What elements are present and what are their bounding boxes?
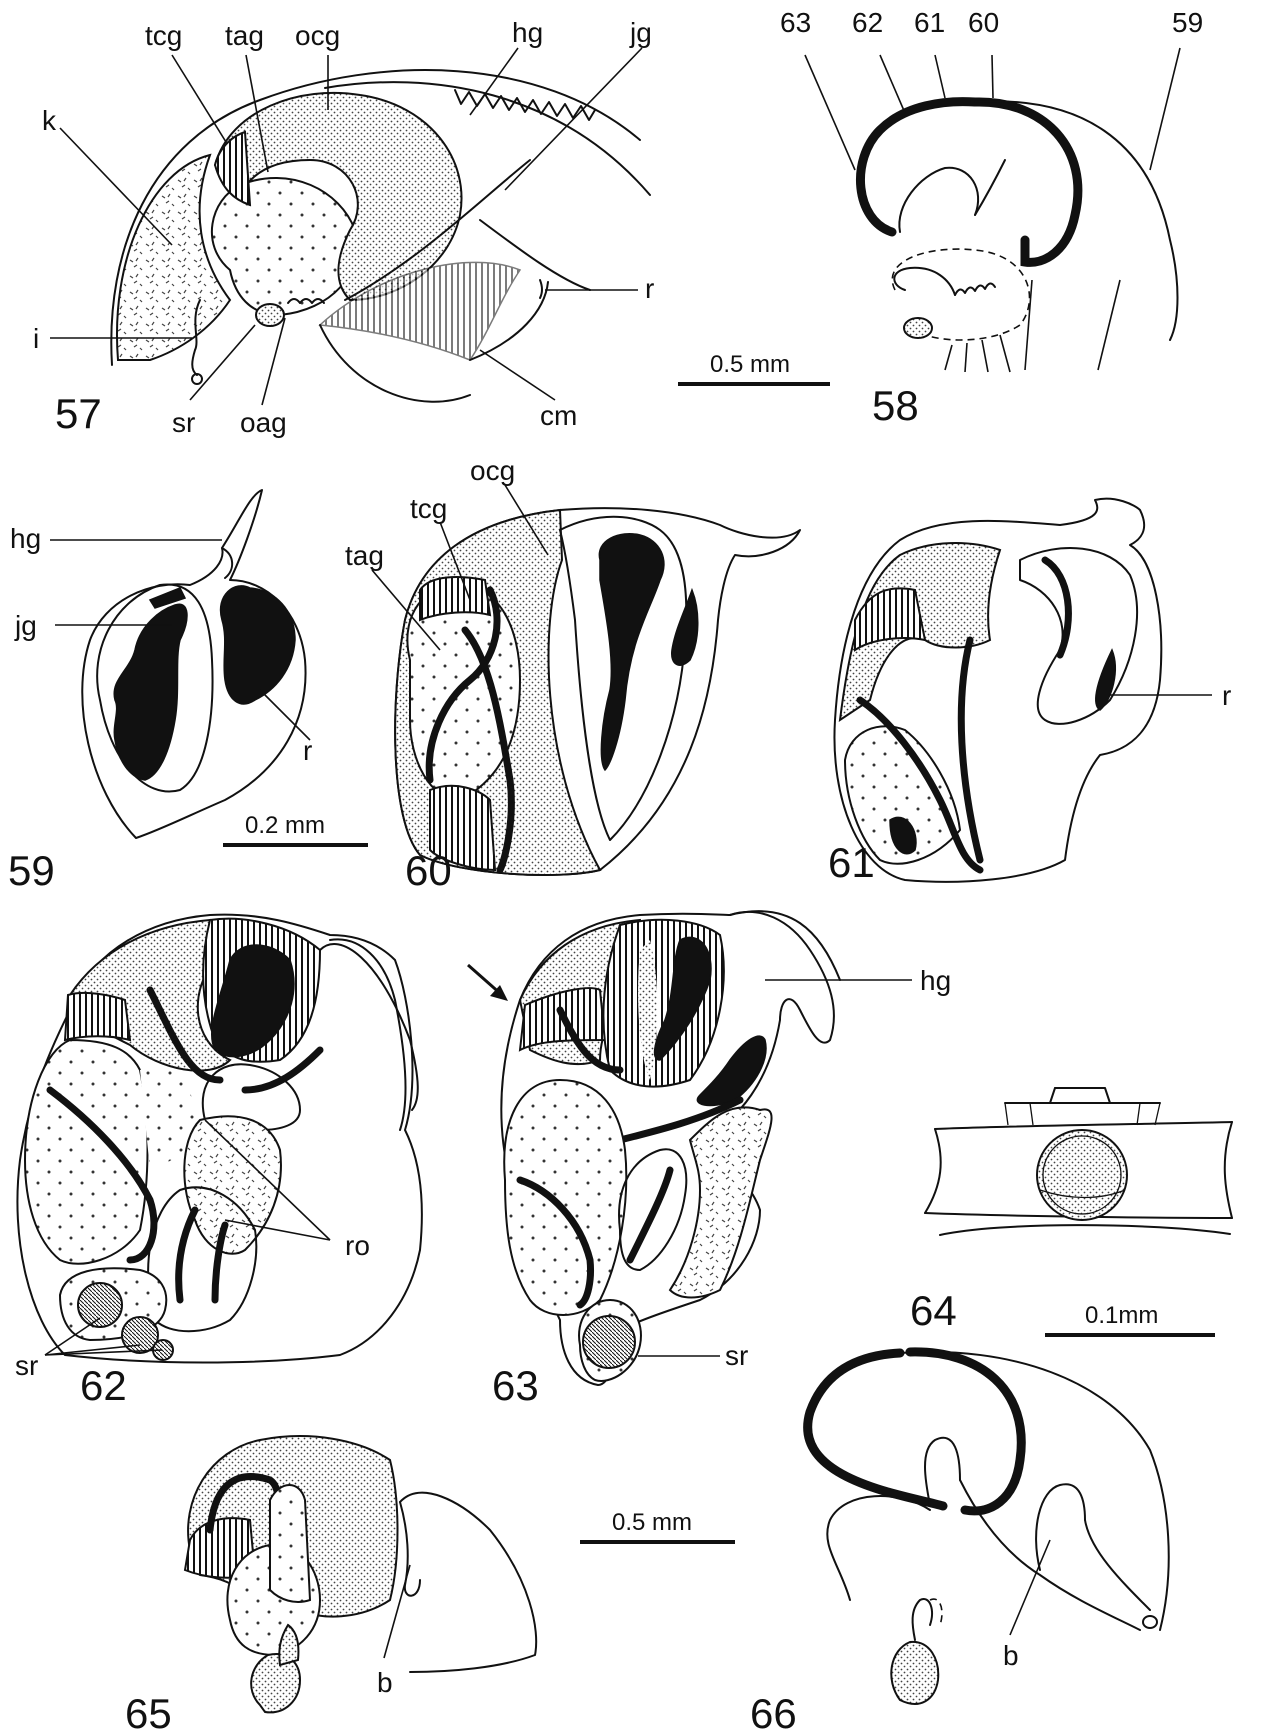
- label-sr: sr: [15, 1350, 38, 1381]
- label-r: r: [1222, 680, 1231, 711]
- label-i: i: [33, 323, 39, 354]
- level-59: 59: [1172, 7, 1203, 38]
- label-b: b: [377, 1667, 393, 1698]
- figure-number-63: 63: [492, 1362, 539, 1409]
- label-ocg: ocg: [295, 20, 340, 51]
- label-r: r: [303, 735, 312, 766]
- level-63: 63: [780, 7, 811, 38]
- level-61: 61: [914, 7, 945, 38]
- label-ocg: ocg: [470, 455, 515, 486]
- label-sr: sr: [172, 407, 195, 438]
- figure-number-62: 62: [80, 1362, 127, 1409]
- figure-63: hg sr 63: [468, 911, 951, 1409]
- label-tag: tag: [225, 20, 264, 51]
- figure-61: r 61: [828, 499, 1231, 886]
- label-tag: tag: [345, 540, 384, 571]
- label-sr: sr: [725, 1340, 748, 1371]
- label-ro: ro: [345, 1230, 370, 1261]
- scale-bar-label: 0.2 mm: [245, 812, 325, 839]
- figure-59: hg jg r 0.2 mm 59: [8, 490, 368, 894]
- figure-64: 0.1mm 64: [910, 1088, 1232, 1335]
- figure-58: 63 62 61 60 59 0.5 mm 58: [678, 7, 1203, 429]
- label-tcg: tcg: [410, 493, 447, 524]
- figure-number-64: 64: [910, 1287, 957, 1334]
- figure-66: b 66 0.5 mm: [580, 1352, 1169, 1733]
- figure-57: tcg tag ocg hg jg k i r sr oag cm 57: [33, 17, 654, 438]
- label-jg: jg: [14, 610, 37, 641]
- label-cm: cm: [540, 400, 577, 431]
- label-tcg: tcg: [145, 20, 182, 51]
- figure-number-66: 66: [750, 1690, 797, 1733]
- figure-number-65: 65: [125, 1690, 172, 1733]
- figure-number-58: 58: [872, 382, 919, 429]
- figure-number-57: 57: [55, 390, 102, 437]
- label-b: b: [1003, 1640, 1019, 1671]
- label-oag: oag: [240, 407, 287, 438]
- scale-bar-label: 0.1mm: [1085, 1302, 1158, 1329]
- seminal-receptacle: [78, 1283, 122, 1327]
- figure-60: ocg tcg tag 60: [345, 455, 800, 894]
- scale-bar-label: 0.5 mm: [710, 351, 790, 378]
- label-jg: jg: [629, 17, 652, 48]
- figure-number-60: 60: [405, 847, 452, 894]
- label-hg: hg: [920, 965, 951, 996]
- figure-number-61: 61: [828, 839, 875, 886]
- level-62: 62: [852, 7, 883, 38]
- scale-bar-label: 0.5 mm: [612, 1509, 692, 1536]
- label-r: r: [645, 273, 654, 304]
- figure-65: b 65: [125, 1436, 536, 1733]
- label-hg: hg: [10, 523, 41, 554]
- seminal-receptacle: [583, 1316, 635, 1368]
- figure-62: ro sr 62: [15, 915, 422, 1409]
- figure-number-59: 59: [8, 847, 55, 894]
- label-k: k: [42, 105, 57, 136]
- label-hg: hg: [512, 17, 543, 48]
- level-60: 60: [968, 7, 999, 38]
